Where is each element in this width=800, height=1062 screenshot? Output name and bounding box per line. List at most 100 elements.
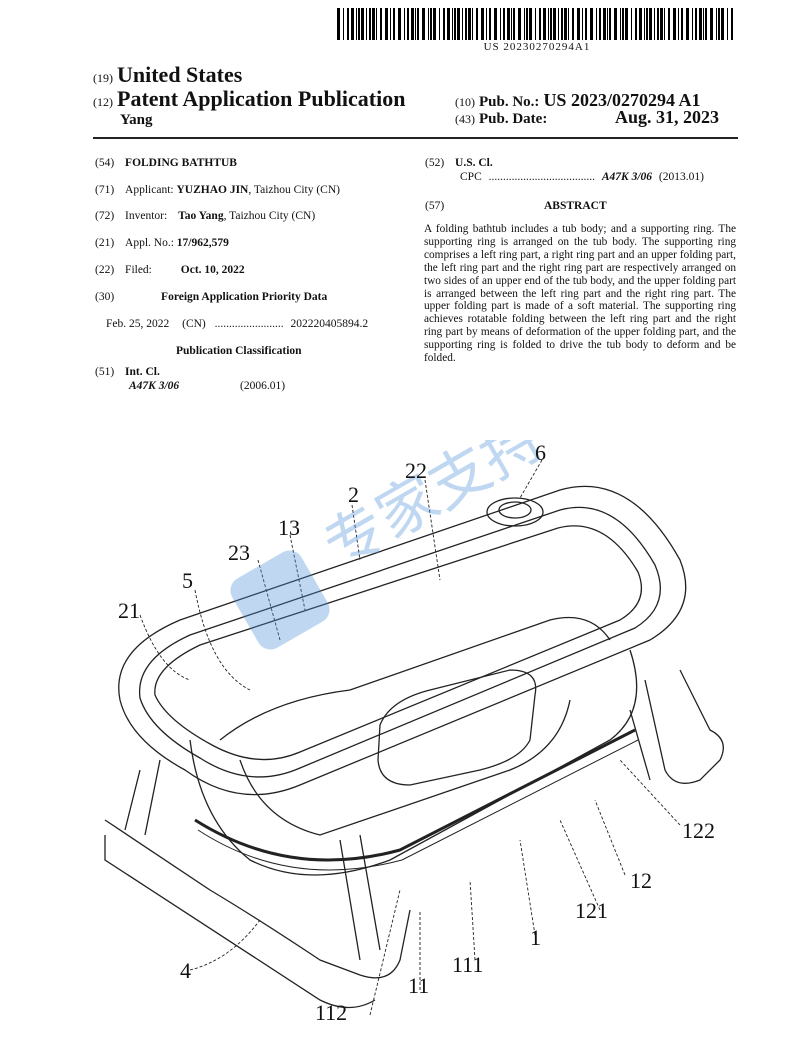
barcode-bar [361,8,364,40]
barcode-bar [369,8,371,40]
label-22: 22 [405,458,427,483]
intcl-value: A47K 3/06 [129,380,180,392]
drain-ring [486,497,544,527]
barcode-bar [692,8,693,40]
barcode-bar [609,8,611,40]
label-23: 23 [228,540,250,565]
barcode-bar [721,8,724,40]
applicant-location: , Taizhou City (CN) [248,184,340,196]
barcode-bar [614,8,617,40]
cpc-row: CPC ....................................… [460,171,704,183]
right-leg-2 [629,709,651,781]
barcode [337,8,733,40]
barcode-bar [486,8,487,40]
barcode-bar [481,8,484,40]
country-line: (19) United States [93,62,242,88]
pub-no-label: Pub. No.: [479,94,540,110]
barcode-bar [699,8,702,40]
barcode-bar [439,8,440,40]
barcode-bar [548,8,549,40]
folding-seam-2 [197,739,639,871]
barcode-bar [366,8,367,40]
abstract-code: (57) [425,200,445,212]
barcode-bar [513,8,515,40]
barcode-bar [635,8,637,40]
appl-label: Appl. No.: [125,237,174,249]
barcode-bar [337,8,340,40]
barcode-bar [468,8,471,40]
foreign-country: (CN) [182,318,206,330]
barcode-bar [524,8,525,40]
foreign-code: (30) [95,291,115,303]
intcl-label: Int. Cl. [125,366,160,378]
pub-date: Aug. 31, 2023 [615,107,720,127]
barcode-bar [494,8,497,40]
barcode-bar [511,8,512,40]
barcode-bar [526,8,528,40]
label-112: 112 [315,1000,347,1025]
cpc-dots: ..................................... [488,171,595,183]
barcode-bar [716,8,717,40]
barcode-bar [430,8,432,40]
barcode-bar [443,8,445,40]
abstract-title: ABSTRACT [544,200,607,212]
barcode-bar [657,8,659,40]
applicant-code: (71) [95,184,115,196]
barcode-bar [577,8,580,40]
country-code: (19) [93,71,113,85]
barcode-bar [582,8,583,40]
label-6: 6 [535,440,546,465]
barcode-bar [535,8,536,40]
barcode-bar [415,8,416,40]
barcode-bar [673,8,676,40]
filed-label: Filed: [125,264,152,276]
barcode-bar [507,8,510,40]
barcode-bar [607,8,608,40]
barcode-bar [710,8,713,40]
pub-no-code: (10) [455,95,475,109]
leader-lines [139,459,681,1016]
intcl-row: (51) Int. Cl. [95,366,395,378]
barcode-bar [585,8,587,40]
barcode-bar [678,8,679,40]
barcode-bar [376,8,377,40]
barcode-bar [543,8,546,40]
appl-row: (21) Appl. No.: 17/962,579 [95,237,395,249]
foreign-dots: ........................ [214,318,284,330]
applicant-row: (71) Applicant: YUZHAO JIN, Taizhou City… [95,184,395,196]
pub-date-label: Pub. Date: [479,111,548,127]
label-121: 121 [575,898,608,923]
tub-rim-inner2 [154,525,643,761]
invention-title: FOLDING BATHTUB [125,157,237,169]
barcode-bar [529,8,532,40]
barcode-bar [452,8,453,40]
uscl-label: U.S. Cl. [455,157,493,169]
label-13: 13 [278,515,300,540]
pub-date-line: (43) Pub. Date: [455,110,547,128]
barcode-bar [472,8,473,40]
inventor-row: (72) Inventor: Tao Yang, Taizhou City (C… [95,210,395,222]
foreign-date: Feb. 25, 2022 [106,318,170,330]
barcode-bar [646,8,648,40]
barcode-bar [539,8,541,40]
uscl-row: (52) U.S. Cl. [425,157,493,169]
base-leg-front [339,834,381,961]
label-4: 4 [180,958,191,983]
barcode-bar [351,8,354,40]
base-frame-2 [104,835,376,1009]
barcode-bar [380,8,382,40]
inventor-label: Inventor: [125,210,168,222]
pub-no: US 2023/0270294 A1 [543,90,701,110]
tub-bottom [239,699,571,836]
barcode-bar [649,8,652,40]
label-111: 111 [452,952,483,977]
pub-type: Patent Application Publication [117,86,406,111]
title-code: (54) [95,157,115,169]
title-row: (54) FOLDING BATHTUB [95,157,395,169]
filed-date: Oct. 10, 2022 [180,264,245,276]
abstract-text: A folding bathtub includes a tub body; a… [424,223,736,365]
pub-type-code: (12) [93,95,113,109]
intcl-date: (2006.01) [240,380,286,392]
pub-type-line: (12) Patent Application Publication [93,86,405,112]
foreign-data-row: Feb. 25, 2022 (CN) .....................… [106,318,368,330]
